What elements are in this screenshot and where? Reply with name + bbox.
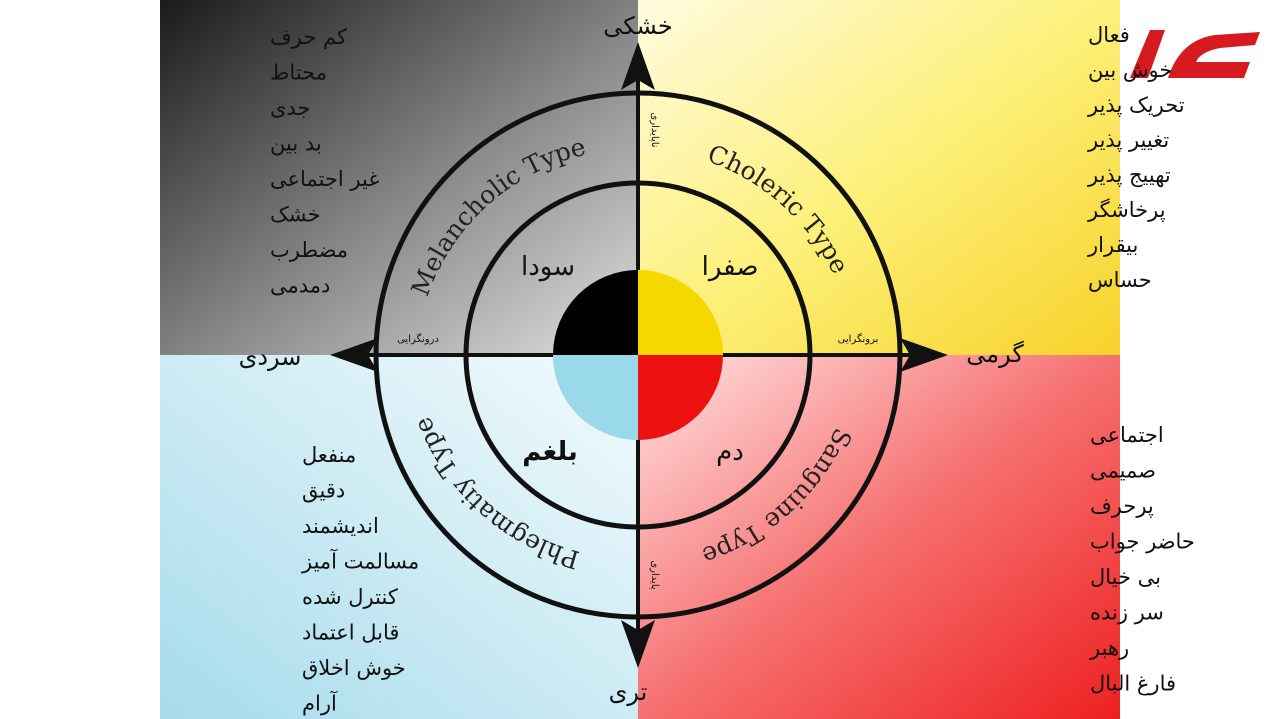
trait-item: خوش اخلاق (302, 656, 406, 680)
trait-item: مضطرب (270, 238, 348, 262)
balgham-label: بلغم (522, 437, 577, 467)
phlegmatic-quadrant (160, 355, 638, 719)
arrow-up-icon (621, 42, 655, 90)
red-humor-slice (638, 355, 723, 440)
yellow-humor-slice (638, 270, 723, 355)
blue-humor-slice (553, 355, 638, 440)
trait-item: اندیشمند (302, 514, 379, 538)
trait-item: رهبر (1089, 636, 1129, 660)
extraversion-label: برونگرایی (838, 333, 879, 345)
safra-label: صفرا (702, 252, 759, 282)
trait-item: خوش بین (1088, 58, 1172, 82)
axis-bottom-label: تری (609, 678, 648, 706)
arrow-left-icon (330, 338, 378, 372)
trait-item: پرحرف (1090, 494, 1154, 518)
trait-item: دقیق (302, 479, 345, 503)
trait-item: حساس (1088, 268, 1152, 292)
arrow-right-icon (900, 338, 948, 372)
stability-label: پایداری (649, 560, 660, 590)
trait-item: کم حرف (270, 25, 347, 50)
sanguine-traits-list: اجتماعی صمیمی پرحرف حاضر جواب بی خیال سر زنده… (1089, 423, 1195, 696)
trait-item: کنترل شده (302, 585, 398, 609)
dam-label: دم (716, 437, 744, 467)
trait-item: بیقرار (1087, 233, 1138, 257)
trait-item: قابل اعتماد (302, 621, 399, 645)
phlegmatic-traits-list: منفعل دقیق اندیشمند مسالمت آمیز کنترل شده قاب… (301, 443, 419, 716)
trait-item: فارغ البال (1090, 672, 1176, 696)
trait-item: تغییر پذیر (1087, 128, 1169, 152)
trait-item: فعال (1088, 23, 1130, 47)
trait-item: تحریک پذیر (1087, 93, 1185, 117)
rokna-logo (1130, 30, 1260, 78)
choleric-quadrant (638, 0, 1120, 355)
choleric-traits-list: فعال خوش بین تحریک پذیر تغییر پذیر تهییج پذی… (1087, 23, 1185, 292)
black-humor-slice (553, 270, 638, 355)
melancholic-quadrant (160, 0, 638, 355)
melancholic-traits-list: کم حرف محتاط جدی بد بین غیر اجتماعی خشک مضطرب د… (270, 25, 379, 298)
trait-item: حاضر جواب (1090, 530, 1195, 554)
trait-item: پرخاشگر (1087, 198, 1166, 222)
trait-item: آرام (302, 691, 338, 716)
trait-item: منفعل (302, 443, 356, 467)
axis-right-label: گرمی (966, 340, 1024, 368)
introversion-label: درونگرایی (397, 333, 439, 345)
trait-item: محتاط (270, 61, 327, 85)
trait-item: سر زنده (1090, 601, 1164, 625)
trait-item: غیر اجتماعی (270, 167, 379, 191)
trait-item: اجتماعی (1090, 423, 1164, 447)
axis-left-label: سردی (239, 343, 302, 371)
trait-item: خشک (270, 203, 321, 227)
trait-item: دمدمی (270, 274, 330, 298)
instability-label: ناپایداری (649, 112, 660, 147)
trait-item: صمیمی (1090, 459, 1156, 483)
trait-item: مسالمت آمیز (301, 549, 419, 574)
trait-item: جدی (270, 96, 310, 120)
arrow-down-icon (621, 620, 655, 668)
sauda-label: سودا (521, 252, 575, 282)
trait-item: بد بین (270, 132, 322, 156)
trait-item: تهییج پذیر (1087, 163, 1171, 187)
sanguine-quadrant (638, 355, 1120, 719)
axis-top-label: خشکی (603, 12, 673, 40)
trait-item: بی خیال (1090, 565, 1161, 589)
